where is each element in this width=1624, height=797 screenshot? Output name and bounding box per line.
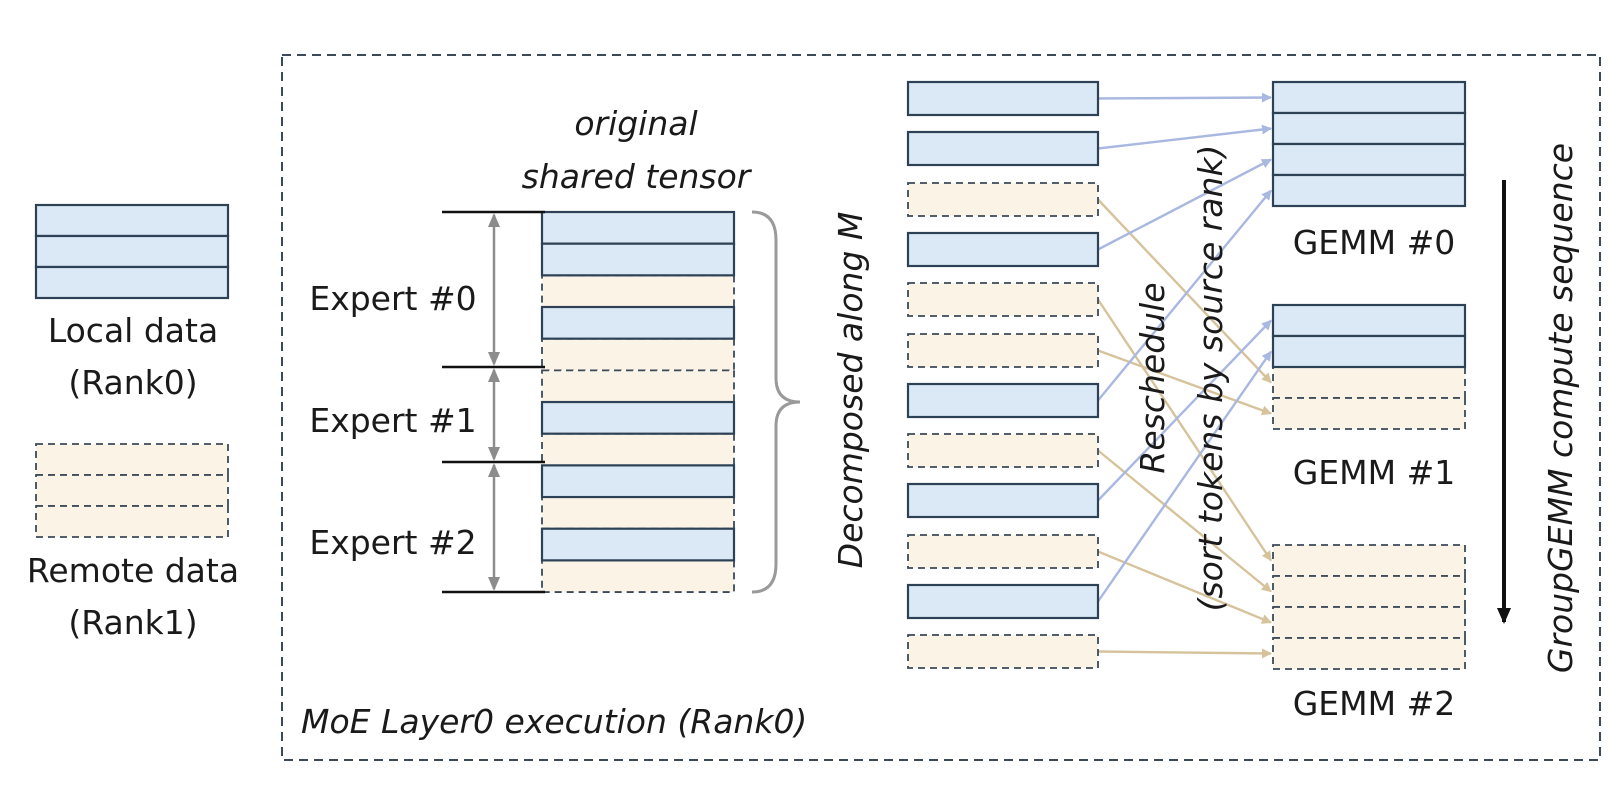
decomposed-tile-local xyxy=(906,382,1100,419)
decomposed-label: Decomposed along M xyxy=(831,212,870,569)
gemm-2-remote-row xyxy=(1272,606,1466,639)
reschedule-arrow-local xyxy=(1097,124,1272,150)
reschedule-arrow-remote xyxy=(1097,198,1272,384)
legend-remote-rank: (Rank1) xyxy=(68,603,197,642)
reschedule-arrow-remote xyxy=(1097,349,1272,416)
expert-2-label: Expert #2 xyxy=(309,523,476,562)
legend-remote-swatch-remote-row xyxy=(35,474,229,507)
gemm-0-label: GEMM #0 xyxy=(1293,223,1456,262)
gemm-1-remote-row xyxy=(1272,397,1466,430)
legend-local-swatch-local-row xyxy=(34,265,230,300)
gemm-2-remote-row xyxy=(1272,544,1466,577)
reschedule-arrows xyxy=(1096,92,1273,659)
legend-local-swatch-local-row xyxy=(34,203,230,238)
execution-frame xyxy=(281,54,1601,761)
tensor-remote-row xyxy=(541,274,735,308)
tensor-title-line1: original xyxy=(574,104,697,143)
gemm-0-local-row xyxy=(1271,111,1467,146)
tensor-local-row xyxy=(540,210,736,245)
decompose-brace xyxy=(751,210,801,594)
reschedule-arrow-remote xyxy=(1097,449,1272,593)
reschedule-arrow-remote xyxy=(1096,298,1273,562)
legend: Local data (Rank0) Remote data (Rank1) xyxy=(27,203,239,642)
legend-remote-swatch xyxy=(35,443,229,538)
gemm-1-local-row xyxy=(1271,334,1467,369)
reschedule-arrow-local xyxy=(1097,319,1272,502)
tensor-remote-row xyxy=(541,559,735,593)
reschedule-arrow-local xyxy=(1097,350,1272,603)
reschedule-arrow-remote xyxy=(1097,648,1272,659)
gemm-1-block xyxy=(1271,303,1467,430)
decomposed-tile-local xyxy=(906,583,1100,620)
frame-caption: MoE Layer0 execution (Rank0) xyxy=(301,702,807,741)
reschedule-sublabel: (sort tokens by source rank) xyxy=(1191,145,1230,612)
decomposed-tile-local xyxy=(906,80,1100,117)
gemm-2-remote-row xyxy=(1272,637,1466,670)
sequence-label: GroupGEMM compute sequence xyxy=(1541,143,1580,673)
decomposed-tiles xyxy=(906,80,1100,669)
tensor-remote-row xyxy=(541,337,735,372)
expert-ranges: Expert #0 Expert #1 Expert #2 xyxy=(309,210,545,594)
reschedule-arrow-local xyxy=(1097,92,1272,103)
reschedule-label: Reschedule xyxy=(1133,282,1172,473)
legend-remote-swatch-remote-row xyxy=(35,443,229,476)
decomposed-tile-local xyxy=(906,130,1100,167)
gemm-0-block xyxy=(1271,80,1467,208)
reschedule-arrow-local xyxy=(1097,158,1272,251)
decomposed-tile-remote xyxy=(907,282,1099,317)
gemm-1-local-row xyxy=(1271,303,1467,338)
tensor-local-row xyxy=(540,305,736,340)
decomposed-tile-local xyxy=(906,231,1100,268)
decomposed-tile-remote xyxy=(907,333,1099,368)
gemm-0-local-row xyxy=(1271,142,1467,177)
original-tensor xyxy=(540,210,736,593)
legend-local-label: Local data xyxy=(48,311,218,350)
legend-remote-swatch-remote-row xyxy=(35,505,229,538)
reschedule-arrow-remote xyxy=(1097,550,1272,624)
tensor-remote-row xyxy=(541,496,735,530)
expert-0-label: Expert #0 xyxy=(309,279,476,318)
gemm-1-label: GEMM #1 xyxy=(1293,453,1456,492)
gemm-2-remote-row xyxy=(1272,575,1466,608)
decomposed-tile-remote xyxy=(907,433,1099,468)
reschedule-arrow-local xyxy=(1097,189,1272,402)
legend-remote-label: Remote data xyxy=(27,551,239,590)
decomposed-tile-remote xyxy=(907,534,1099,569)
decomposed-tile-remote xyxy=(907,634,1099,669)
tensor-remote-row xyxy=(541,369,735,403)
gemm-0-local-row xyxy=(1271,173,1467,208)
decomposed-tile-remote xyxy=(907,182,1099,217)
gemm-2-label: GEMM #2 xyxy=(1293,684,1456,723)
gemm-0-local-row xyxy=(1271,80,1467,115)
tensor-remote-row xyxy=(541,432,735,467)
gemm-1-remote-row xyxy=(1272,366,1466,399)
gemm-2-block xyxy=(1272,544,1466,670)
legend-local-swatch-local-row xyxy=(34,234,230,269)
expert-1-label: Expert #1 xyxy=(309,401,476,440)
tensor-local-row xyxy=(540,242,736,277)
tensor-local-row xyxy=(540,400,736,435)
tensor-local-row xyxy=(540,464,736,499)
legend-local-swatch xyxy=(34,203,230,300)
decomposed-tile-local xyxy=(906,482,1100,519)
tensor-title-line2: shared tensor xyxy=(522,157,753,196)
tensor-local-row xyxy=(540,527,736,562)
legend-local-rank: (Rank0) xyxy=(68,363,197,402)
